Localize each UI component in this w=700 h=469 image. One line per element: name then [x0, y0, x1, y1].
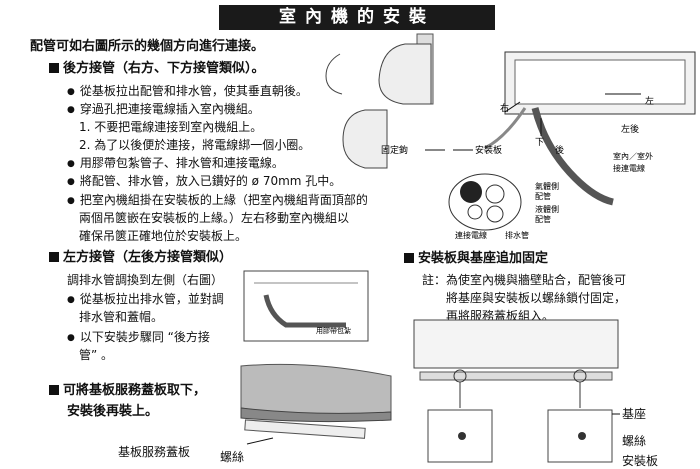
base-cover-heading: 可將基板服務蓋板取下，	[49, 382, 206, 400]
plate-label: 安裝板	[475, 144, 502, 156]
wire-label-1: 室內／室外	[613, 151, 653, 161]
gas-label-2: 配管	[535, 191, 551, 201]
rear-bullet-2: 穿過孔把連接電線插入室內機組。	[67, 101, 260, 118]
dir-left-label: 左	[645, 95, 654, 107]
conn-wire-label: 連接電線	[455, 230, 487, 240]
base-service-cover	[244, 419, 366, 439]
install-plate-outline	[514, 59, 686, 105]
liquid-label-2: 配管	[535, 214, 551, 224]
rear-bullet-4: 將配管、排水管，放入已鑽好的 ø 70mm 孔中。	[67, 173, 341, 190]
left-bullet-1-line2: 排水管和蓋帽。	[79, 310, 164, 324]
note-prefix: 註：	[422, 273, 447, 287]
left-line-1: 調排水管調換到左側（右圖）	[67, 273, 224, 287]
rear-bullet-5-line2: 兩個吊篋嵌在安裝板的上緣。）左右移動室內機組以	[79, 211, 350, 225]
pipe-left	[484, 107, 527, 150]
base-cover-line2: 安裝後再裝上。	[67, 404, 159, 419]
drain-pipe-label: 排水管	[505, 230, 529, 240]
rear-bullet-5-line3: 確保吊篋正確地位於安裝板上。	[79, 229, 248, 243]
indoor-unit-side-2	[342, 109, 388, 169]
drain-circle	[486, 205, 504, 223]
dir-right-label: 右	[500, 102, 509, 114]
tape-label: 用膠帶包紮	[316, 326, 351, 335]
square-bullet-icon	[49, 252, 59, 262]
indoor-unit-outline	[413, 319, 619, 369]
unit-back-outline	[243, 270, 369, 342]
hook-label: 固定鉤	[381, 144, 408, 156]
rear-bullet-3: 用膠帶包紮管子、排水管和連接電線。	[67, 155, 284, 172]
rear-sub-1: 1. 不要把電線連接到室內機組上。	[79, 120, 263, 134]
rear-bullet-1: 從基板拉出配管和排水管，使其垂直朝後。	[67, 83, 308, 100]
pipe-bundle	[531, 107, 614, 206]
label-install-plate: 安裝板	[622, 454, 659, 468]
wire-circle	[467, 204, 483, 220]
arrow-right	[504, 101, 521, 113]
unit-front-curve	[325, 53, 343, 95]
left-bullet-1: 從基板拉出排水管，並對調	[67, 291, 224, 308]
note-line-1: 為使室內機與牆壁貼合，配管後可	[446, 273, 627, 287]
plate-note-1: 註：為使室內機與牆壁貼合，配管後可	[422, 272, 626, 288]
left-heading-text: 左方接管（左後方接管類似）	[63, 250, 233, 265]
plate-heading: 安裝板與基座追加固定	[404, 250, 548, 268]
install-plate-strip	[419, 371, 613, 381]
left-piping-diagram: 用膠帶包紮	[243, 270, 369, 342]
unit-bottom	[240, 407, 392, 423]
rear-bullet-5: 把室內機組掛在安裝板的上緣（把室內機組背面頂部的	[67, 192, 368, 209]
label-base-cover: 基板服務蓋板	[118, 445, 191, 459]
dir-rear-label: 後	[555, 144, 564, 156]
label-screw: 螺絲	[220, 450, 245, 464]
screw-icon	[578, 432, 586, 440]
rear-sub-2: 2. 為了以後便於連接，將電線綁一個小圈。	[79, 138, 311, 152]
drain-pipe-line	[263, 294, 346, 328]
gas-pipe-circle	[460, 181, 482, 203]
base-cover-diagram	[240, 363, 392, 445]
install-plate-diagram	[413, 319, 620, 463]
square-bullet-icon	[49, 385, 59, 395]
square-bullet-icon	[49, 63, 59, 73]
liquid-pipe-circle	[485, 184, 505, 204]
pipe-cross-section	[448, 173, 522, 231]
liquid-label-1: 液體側	[535, 204, 559, 214]
dir-down-label: 下	[535, 138, 544, 148]
rear-heading-text: 後方接管（右方、下方接管類似）。	[63, 61, 265, 76]
left-bullet-2-line2: 管” 。	[79, 348, 114, 362]
piping-direction-diagram: 右 左 下 後 左後 固定鉤 安裝板 室內／室外 接連電線 氣體側 配管 液體側…	[325, 33, 696, 240]
base-cover-heading-text: 可將基板服務蓋板取下，	[63, 383, 207, 398]
indoor-unit-side	[378, 43, 432, 105]
rear-heading: 後方接管（右方、下方接管類似）。	[49, 60, 265, 78]
gas-label-1: 氣體側	[535, 181, 559, 191]
plate-note-2: 將基座與安裝板以螺絲鎖付固定，	[446, 291, 627, 305]
left-bullet-2: 以下安裝步驟同 “後方接	[67, 329, 210, 346]
indoor-unit-front	[240, 363, 392, 415]
cover-leader	[246, 437, 274, 445]
square-bullet-icon	[404, 253, 414, 263]
intro-text: 配管可如右圖所示的幾個方向進行連接。	[30, 39, 265, 54]
label-base: 基座	[622, 407, 647, 421]
left-heading: 左方接管（左後方接管類似）	[49, 249, 232, 267]
screw-icon	[458, 432, 466, 440]
plate-heading-text: 安裝板與基座追加固定	[418, 251, 549, 266]
label-plate-screw: 螺絲	[622, 434, 647, 448]
dir-left-rear-label: 左後	[621, 123, 639, 135]
page-title: 室內機的安裝	[219, 5, 495, 30]
wire-label-2: 接連電線	[613, 163, 645, 173]
